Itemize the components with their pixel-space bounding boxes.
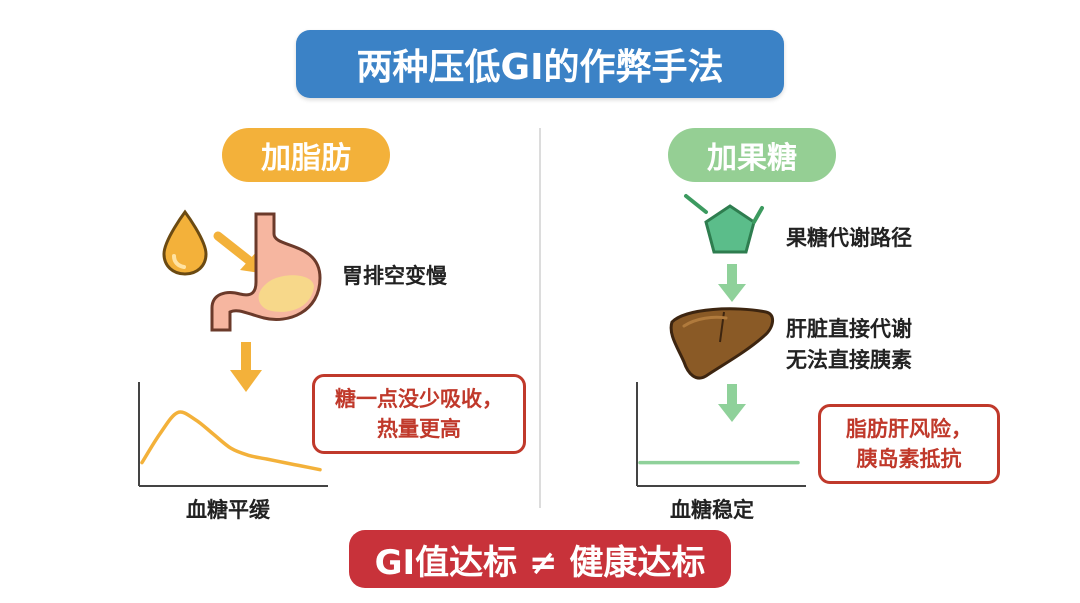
stomach-icon: [210, 212, 322, 332]
liver-label-line-1: 肝脏直接代谢: [786, 317, 912, 341]
right-warning-box: 脂肪肝风险， 胰岛素抵抗: [818, 404, 1000, 484]
pentagon-molecule-icon: [684, 194, 764, 254]
chart-blood-sugar-gentle: [138, 382, 328, 487]
down-arrow-icon: [718, 264, 746, 302]
chart-blood-sugar-stable: [636, 382, 806, 487]
down-arrow-icon: [230, 342, 262, 392]
fat-heading: 加脂肪: [222, 128, 390, 182]
pathway-label: 果糖代谢路径: [786, 226, 912, 250]
chart-left-series-line: [140, 410, 322, 472]
center-divider: [539, 128, 541, 508]
liver-label-line-2: 无法直接胰素: [786, 348, 912, 372]
page-title: 两种压低GI的作弊手法: [296, 30, 784, 98]
left-warning-box: 糖一点没少吸收， 热量更高: [312, 374, 526, 454]
chart-left-label: 血糖平缓: [186, 498, 270, 522]
chart-right-label: 血糖稳定: [670, 498, 754, 522]
down-arrow-icon: [718, 384, 746, 422]
right-warning-line-2: 胰岛素抵抗: [856, 447, 962, 471]
footer-banner: GI值达标 ≠ 健康达标: [349, 530, 731, 588]
liver-icon: [669, 307, 774, 380]
left-warning-line-2: 热量更高: [377, 417, 461, 441]
fructose-heading: 加果糖: [668, 128, 836, 182]
left-warning-line-1: 糖一点没少吸收，: [335, 387, 503, 411]
stomach-label: 胃排空变慢: [342, 264, 447, 288]
oil-drop-icon: [162, 209, 208, 276]
right-warning-line-1: 脂肪肝风险，: [846, 417, 972, 441]
liver-label: 肝脏直接代谢 无法直接胰素: [786, 314, 912, 376]
